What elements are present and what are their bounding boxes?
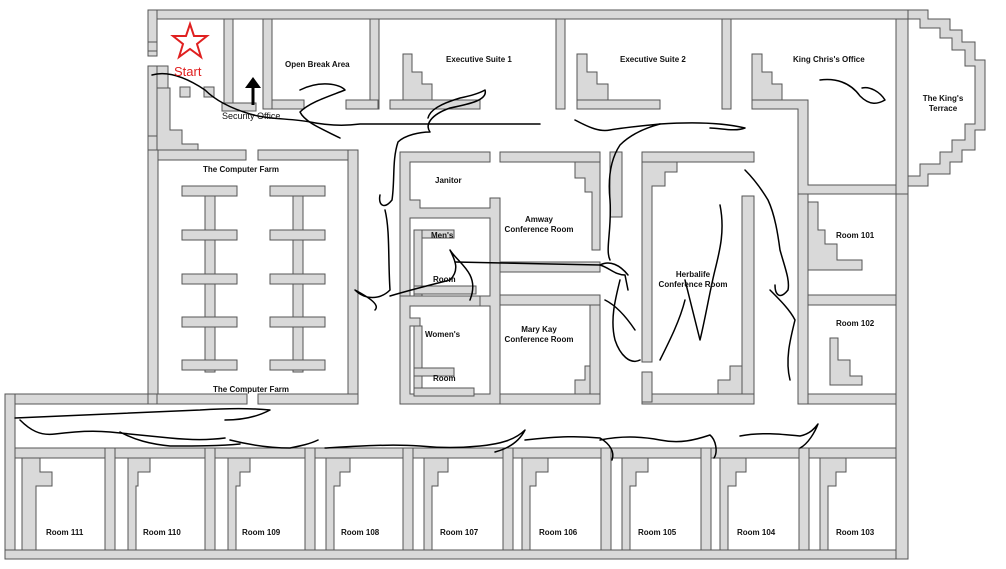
computer-farm-top-label: The Computer Farm (203, 165, 280, 174)
kings-terrace-label: The King's Terrace (922, 94, 964, 113)
open-break-area-label: Open Break Area (285, 60, 350, 69)
executive-suite-1-label: Executive Suite 1 (446, 55, 512, 64)
room-109-label: Room 109 (242, 528, 281, 537)
room-105-label: Room 105 (638, 528, 677, 537)
amway-conference-room-label: Amway Conference Room (504, 215, 574, 234)
start-star-icon (170, 20, 210, 60)
room-103-label: Room 103 (836, 528, 875, 537)
janitor-label: Janitor (435, 176, 462, 185)
start-label: Start (174, 64, 202, 79)
room-104-label: Room 104 (737, 528, 776, 537)
room-102-label: Room 102 (836, 319, 875, 328)
room-108-label: Room 108 (341, 528, 380, 537)
room-107-label: Room 107 (440, 528, 479, 537)
walls (4, 9, 986, 560)
up-arrow-icon (245, 77, 261, 105)
executive-suite-2-label: Executive Suite 2 (620, 55, 686, 64)
room-106-label: Room 106 (539, 528, 578, 537)
king-office-label: King Chris's Office (793, 55, 865, 64)
room-101-label: Room 101 (836, 231, 875, 240)
room-111-label: Room 111 (46, 528, 84, 537)
security-office-label: Security Office (222, 111, 281, 121)
mary-kay-conference-room-label: Mary Kay Conference Room (504, 325, 574, 344)
womens-room-label: Room (433, 374, 456, 383)
mens-label: Men's (431, 231, 454, 240)
mens-room-label: Room (433, 275, 456, 284)
womens-label: Women's (425, 330, 461, 339)
computer-farm-bottom-label: The Computer Farm (213, 385, 290, 394)
herbalife-conference-room-label: Herbalife Conference Room (658, 270, 728, 289)
room-110-label: Room 110 (143, 528, 181, 537)
route-path (14, 73, 886, 461)
